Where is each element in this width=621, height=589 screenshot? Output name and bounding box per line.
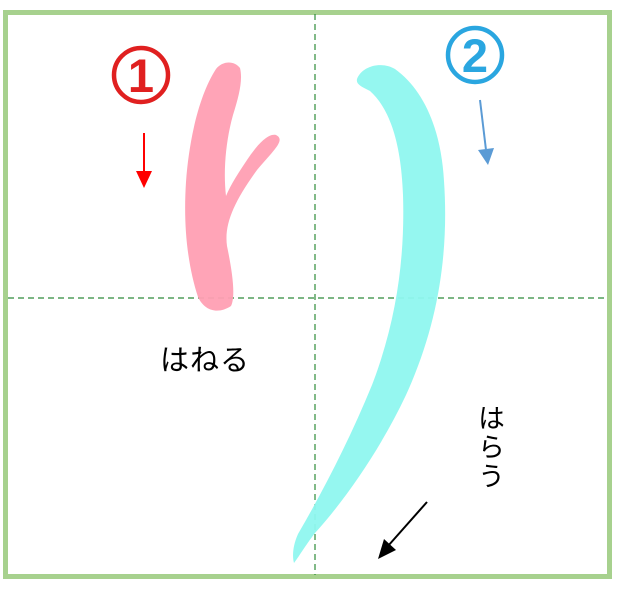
stroke-2-shape (293, 65, 446, 563)
stroke-number-2-mark: 2 (445, 25, 505, 85)
stroke-number-1-mark: 1 (111, 45, 171, 105)
technique-label-hane: はねる (160, 343, 251, 377)
svg-text:1: 1 (128, 49, 154, 102)
stroke-1-direction-arrow-icon (136, 133, 152, 188)
technique-label-harau: はらう (473, 404, 504, 491)
svg-text:2: 2 (462, 29, 488, 82)
practice-grid-frame (3, 10, 612, 579)
harai-direction-arrow-icon (378, 501, 428, 559)
stroke-1-shape (185, 62, 280, 311)
stroke-2-direction-arrow-icon (478, 99, 494, 165)
